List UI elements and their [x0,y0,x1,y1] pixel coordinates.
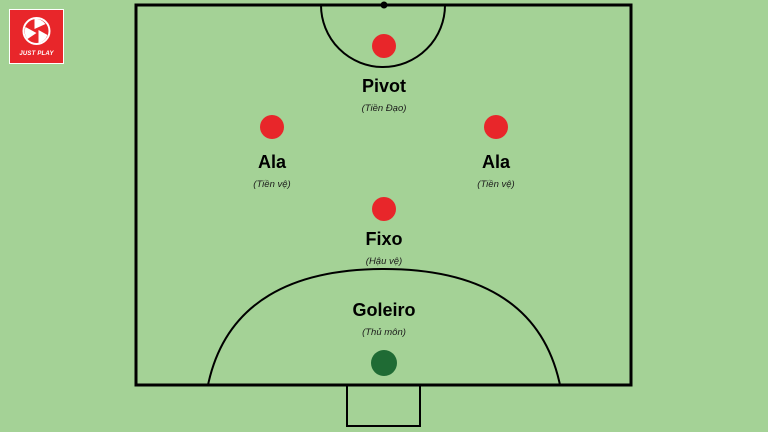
label-fixo: Fixo (Hậu vệ) [324,229,444,268]
sub-fixo: (Hậu vệ) [365,256,403,267]
center-spot [380,1,388,9]
player-pivot [372,34,396,58]
just-play-logo: JUST PLAY [9,9,64,64]
player-ala-left [260,115,284,139]
label-goleiro: Goleiro (Thủ môn) [324,300,444,339]
sub-pivot: (Tiền Đạo) [361,103,407,114]
role-ala-right: Ala [481,152,510,172]
logo-text: JUST PLAY [19,51,54,57]
role-fixo: Fixo [365,229,403,249]
label-ala-left: Ala (Tiền vệ) [212,152,332,191]
role-goleiro: Goleiro [352,300,416,320]
label-pivot: Pivot (Tiền Đạo) [324,76,444,115]
player-ala-right [484,115,508,139]
pinwheel-logo-icon [22,17,51,45]
goal [346,384,421,427]
center-circle-arc [320,4,446,68]
role-pivot: Pivot [361,76,406,96]
penalty-area-arc [207,267,561,386]
label-ala-right: Ala (Tiền vệ) [436,152,556,191]
role-ala-left: Ala [257,152,286,172]
player-goleiro [371,350,397,376]
player-fixo [372,197,396,221]
sub-goleiro: (Thủ môn) [362,327,406,338]
sub-ala-right: (Tiền vệ) [477,179,515,190]
sub-ala-left: (Tiền vệ) [253,179,291,190]
